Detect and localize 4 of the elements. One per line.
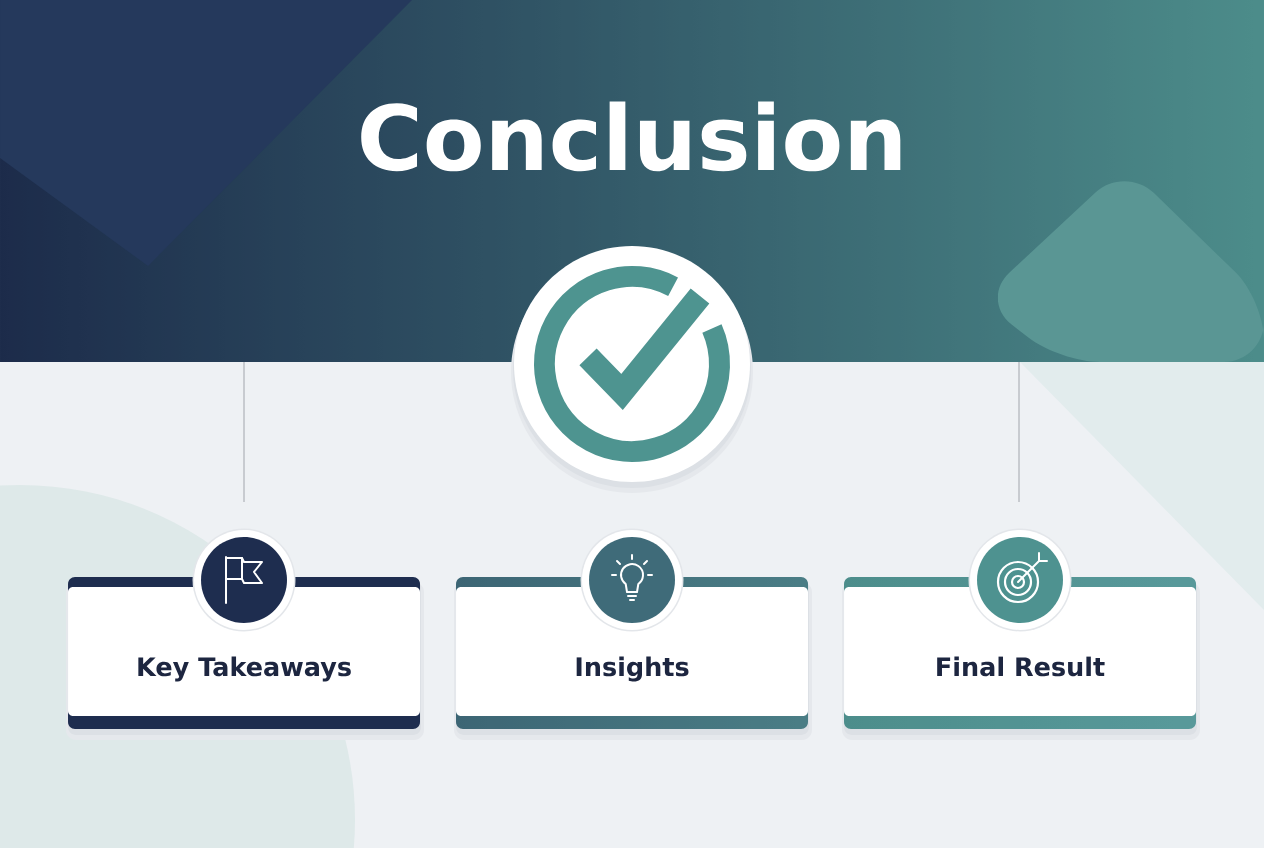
card: Insights: [454, 577, 812, 740]
card: Key Takeaways: [66, 577, 424, 740]
title: Conclusion: [361, 101, 901, 172]
card: Final Result: [842, 577, 1200, 740]
